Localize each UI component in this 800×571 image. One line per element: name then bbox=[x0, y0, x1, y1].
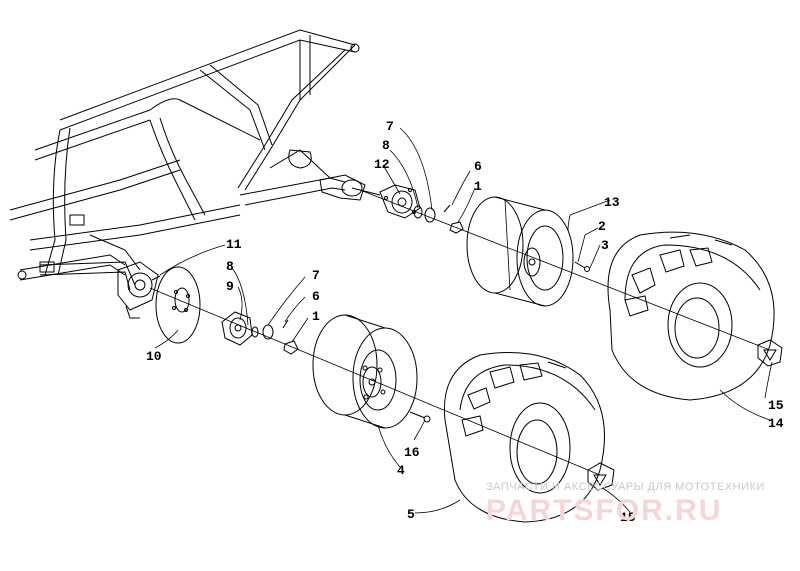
upper-washer-7 bbox=[424, 207, 436, 223]
callout-9: 9 bbox=[226, 279, 234, 294]
callout-15-lower: 15 bbox=[620, 510, 636, 525]
callout-1-lower: 1 bbox=[312, 309, 320, 324]
axis-lines bbox=[149, 189, 771, 476]
callout-14: 14 bbox=[768, 416, 784, 431]
callout-labels: 1 6 7 8 12 13 2 3 11 8 9 7 6 1 10 16 4 5… bbox=[146, 119, 784, 525]
lower-valve-stem-16 bbox=[409, 411, 431, 423]
leader-lines bbox=[154, 127, 773, 514]
callout-6-lower: 6 bbox=[312, 289, 320, 304]
callout-15-upper: 15 bbox=[768, 398, 784, 413]
lower-nut-1 bbox=[283, 340, 299, 355]
upper-washer-8 bbox=[413, 205, 423, 219]
chassis-frame bbox=[9, 29, 360, 291]
lower-tire-5 bbox=[443, 352, 605, 523]
watermark-tagline: ЗАПЧАСТИ И АКСЕССУАРЫ ДЛЯ МОТОТЕХНИКИ bbox=[486, 481, 765, 493]
callout-11: 11 bbox=[226, 237, 242, 252]
callout-8-lower: 8 bbox=[226, 259, 234, 274]
callout-7-lower: 7 bbox=[312, 268, 320, 283]
callout-12: 12 bbox=[374, 157, 390, 172]
callout-5: 5 bbox=[407, 507, 415, 522]
callout-2: 2 bbox=[598, 219, 606, 234]
watermark-brand: PARTSFOR.RU bbox=[486, 494, 722, 527]
callout-3: 3 bbox=[601, 238, 609, 253]
upper-tire-14 bbox=[607, 231, 775, 401]
callout-4: 4 bbox=[397, 463, 405, 478]
callout-1-upper: 1 bbox=[474, 179, 482, 194]
callout-6-upper: 6 bbox=[474, 159, 482, 174]
lower-spindle bbox=[117, 261, 159, 319]
callout-16: 16 bbox=[404, 445, 420, 460]
lower-rim-4 bbox=[312, 314, 418, 429]
upper-nut-1 bbox=[449, 221, 464, 234]
callout-10: 10 bbox=[146, 349, 162, 364]
lower-cotter-pin-6 bbox=[282, 319, 289, 329]
upper-rim-13 bbox=[466, 196, 574, 307]
lower-bolt-11 bbox=[151, 275, 161, 281]
upper-valve-stem-2 bbox=[574, 261, 590, 272]
callout-8-upper: 8 bbox=[382, 138, 390, 153]
callout-7-upper: 7 bbox=[386, 119, 394, 134]
callout-13: 13 bbox=[604, 195, 620, 210]
brake-disc-10 bbox=[155, 266, 201, 344]
upper-spindle bbox=[319, 174, 381, 201]
watermark: ЗАПЧАСТИ И АКСЕССУАРЫ ДЛЯ МОТОТЕХНИКИ PA… bbox=[486, 481, 765, 527]
upper-cotter-pin-6 bbox=[443, 204, 451, 213]
lower-washer-8 bbox=[251, 326, 259, 338]
